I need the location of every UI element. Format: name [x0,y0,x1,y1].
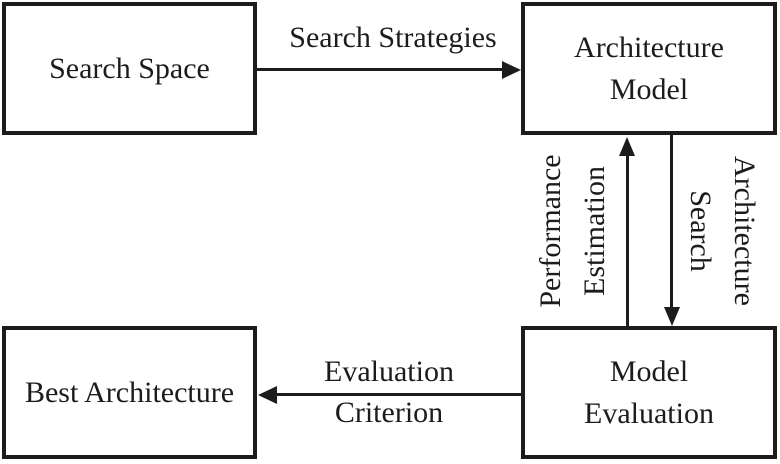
edge-label-performance-estimation: Performance Estimation [529,81,617,381]
node-label-line: Architecture [574,30,724,64]
node-best-architecture: Best Architecture [2,326,257,459]
node-architecture-model: Architecture Model [521,2,777,135]
node-search-space: Search Space [2,2,257,135]
edge-label-line: Search [684,190,717,272]
edge-label-line: Architecture [728,156,761,306]
edge-label-line: Estimation [578,166,611,296]
edge-label-criterion: Criterion [334,396,444,429]
node-label-line: Model [609,72,689,106]
node-label-line: Model [609,354,689,388]
edge-label-architecture-search: Architecture Search [678,81,766,381]
edge-label-evaluation: Evaluation [324,355,454,388]
node-label-line: Evaluation [584,396,714,430]
arrow-up-icon [619,137,635,156]
edge-search-strategies-line [256,68,506,71]
edge-evaluation-criterion-line [272,393,521,396]
node-label: Search Space [49,51,210,85]
edge-architecture-search-line [670,133,673,309]
node-label: Best Architecture [24,375,235,409]
arrow-left-icon [258,386,277,404]
edge-label-line: Performance [534,154,567,308]
edge-label-search-strategies: Search Strategies [289,21,497,54]
node-model-evaluation: Model Evaluation [521,326,777,459]
edge-performance-estimation-line [626,152,629,328]
arrow-down-icon [664,307,680,326]
arrow-right-icon [502,61,521,79]
